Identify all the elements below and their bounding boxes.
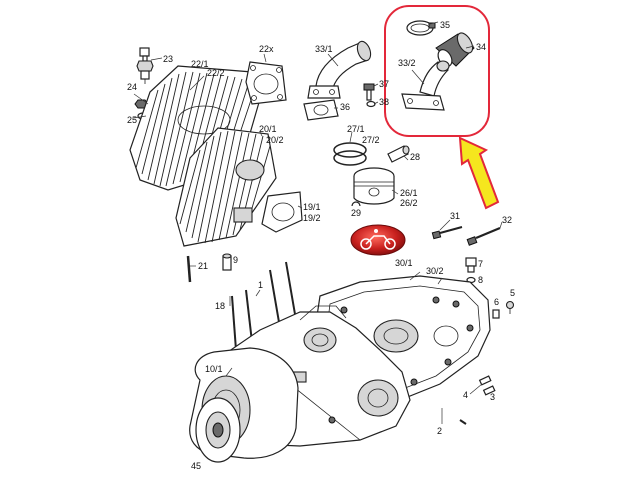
bolt-part-31	[431, 226, 463, 240]
part-label-22-2: 22/2	[207, 68, 225, 78]
studs-part-18	[231, 261, 297, 351]
part-label-21: 21	[198, 261, 209, 271]
clamp-part-35	[406, 20, 436, 36]
part-label-9: 9	[233, 255, 239, 265]
part-label-19-2: 19/2	[303, 213, 321, 223]
part-label-34: 34	[476, 42, 487, 52]
part-label-45: 45	[191, 461, 202, 471]
part-label-10-1: 10/1	[205, 364, 223, 374]
part-label-5: 5	[510, 288, 516, 298]
part-label-26-1: 26/1	[400, 188, 418, 198]
piston-part-26	[353, 167, 395, 205]
piston-rings-part-27	[333, 142, 367, 166]
intake-manifold-part-33-1	[307, 40, 372, 99]
part-label-20-1: 20/1	[259, 124, 277, 134]
dowel-part-3	[482, 385, 496, 396]
highlighted-intake-group	[384, 5, 490, 137]
part-label-18: 18	[215, 301, 226, 311]
part-label-30-1: 30/1	[395, 258, 413, 268]
gasket-part-36	[303, 99, 339, 121]
part-label-35: 35	[440, 20, 451, 30]
part-label-30-2: 30/2	[426, 266, 444, 276]
intake-pipe-part-33-2	[401, 60, 450, 111]
part-label-27-2: 27/2	[362, 135, 380, 145]
part-label-2: 2	[437, 426, 443, 436]
part-label-33-1: 33/1	[315, 44, 333, 54]
plug-part-7	[465, 257, 477, 273]
part-label-33-2: 33/2	[398, 58, 416, 68]
part-label-22x: 22x	[259, 44, 274, 54]
dowel-part-4	[478, 375, 492, 386]
part-label-27-1: 27/1	[347, 124, 365, 134]
bolt-part-6	[492, 309, 500, 319]
screw-part-2	[459, 419, 467, 425]
part-label-6: 6	[494, 297, 500, 307]
part-label-28: 28	[410, 152, 421, 162]
part-label-3: 3	[490, 392, 496, 402]
part-label-4: 4	[463, 390, 469, 400]
part-label-8: 8	[478, 275, 484, 285]
part-label-26-2: 26/2	[400, 198, 418, 208]
motorcycle-logo-badge	[350, 224, 406, 256]
base-gasket-part-19	[261, 191, 303, 233]
bolt-part-32	[466, 226, 501, 246]
part-label-29: 29	[351, 208, 362, 218]
part-label-19-1: 19/1	[303, 202, 321, 212]
part-label-20-2: 20/2	[266, 135, 284, 145]
part-label-38: 38	[379, 97, 390, 107]
part-label-32: 32	[502, 215, 513, 225]
pointer-arrow	[458, 136, 500, 210]
screw-part-5	[505, 300, 515, 314]
part-label-36: 36	[340, 102, 351, 112]
bolt-part-37	[363, 83, 375, 101]
circlip-part-29	[351, 201, 361, 207]
part-label-25: 25	[127, 115, 138, 125]
piston-pin-part-28	[387, 145, 410, 163]
part-label-23: 23	[163, 54, 174, 64]
spark-plug-part-23	[136, 47, 154, 84]
part-label-31: 31	[450, 211, 461, 221]
part-label-37: 37	[379, 79, 390, 89]
highlight-outline	[384, 5, 490, 137]
stud-part-21	[186, 255, 192, 283]
part-label-7: 7	[478, 259, 484, 269]
dowel-part-9	[222, 253, 232, 271]
cylinder-part-20	[175, 127, 277, 247]
pulley-part-45	[195, 397, 241, 463]
washer-part-38	[366, 100, 376, 108]
part-label-24: 24	[127, 82, 138, 92]
head-gasket-part-22x	[245, 61, 287, 105]
part-label-1: 1	[258, 280, 264, 290]
part-label-22-1: 22/1	[191, 59, 209, 69]
leader-lines	[133, 21, 503, 424]
